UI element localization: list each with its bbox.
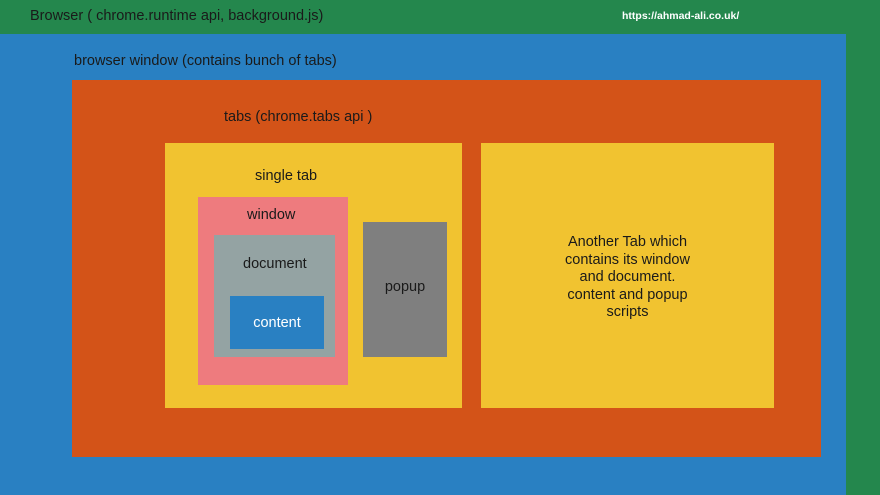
content-label: content: [253, 314, 301, 331]
popup-label: popup: [384, 278, 426, 295]
content-box: content: [230, 296, 324, 349]
single-tab-label: single tab: [255, 168, 318, 184]
document-label: document: [243, 256, 307, 272]
browser-window-label: browser window (contains bunch of tabs): [74, 53, 337, 69]
url-text: https://ahmad-ali.co.uk/: [622, 10, 740, 22]
popup-box: popup: [363, 222, 447, 357]
other-tab-description: Another Tab which contains its window an…: [565, 234, 690, 320]
other-tab-box: [481, 143, 774, 408]
tabs-label: tabs (chrome.tabs api ): [224, 109, 373, 125]
window-label: window: [247, 207, 296, 223]
header-bar: [0, 0, 880, 34]
right-strip: [846, 34, 880, 495]
browser-title: Browser ( chrome.runtime api, background…: [30, 8, 324, 24]
